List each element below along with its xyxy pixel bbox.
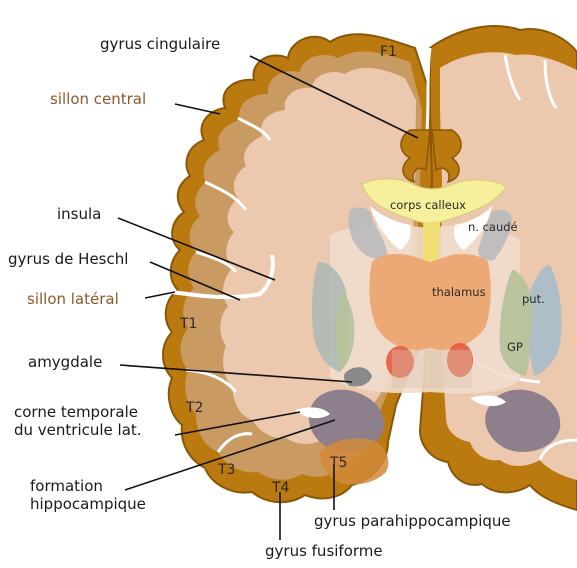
label-gyrus-heschl: gyrus de Heschl <box>8 250 128 268</box>
label-t3: T3 <box>218 462 235 478</box>
label-corne-temporale: corne temporale du ventricule lat. <box>14 403 142 439</box>
label-t1: T1 <box>180 316 197 332</box>
label-f1: F1 <box>380 44 397 60</box>
label-sillon-central: sillon central <box>50 90 146 108</box>
label-sillon-lateral: sillon latéral <box>27 290 119 308</box>
label-amygdale: amygdale <box>28 353 102 371</box>
label-t2: T2 <box>186 400 203 416</box>
label-insula: insula <box>57 205 101 223</box>
label-t5: T5 <box>330 455 347 471</box>
label-gyrus-fusiforme: gyrus fusiforme <box>265 542 383 560</box>
thalamus <box>369 254 490 350</box>
midbrain-hatch <box>392 350 472 388</box>
label-thalamus: thalamus <box>432 285 486 299</box>
label-t4: T4 <box>272 480 289 496</box>
label-gyrus-cingulaire: gyrus cingulaire <box>100 35 220 53</box>
label-n-caude: n. caudé <box>468 220 518 234</box>
label-corps-calleux: corps calleux <box>390 198 466 212</box>
leader-sillon-central <box>175 104 220 114</box>
label-gp: GP <box>507 340 523 354</box>
label-formation-hippocampique: formation hippocampique <box>30 477 146 513</box>
label-gyrus-parahippocampique: gyrus parahippocampique <box>314 512 511 530</box>
label-put: put. <box>522 292 545 306</box>
